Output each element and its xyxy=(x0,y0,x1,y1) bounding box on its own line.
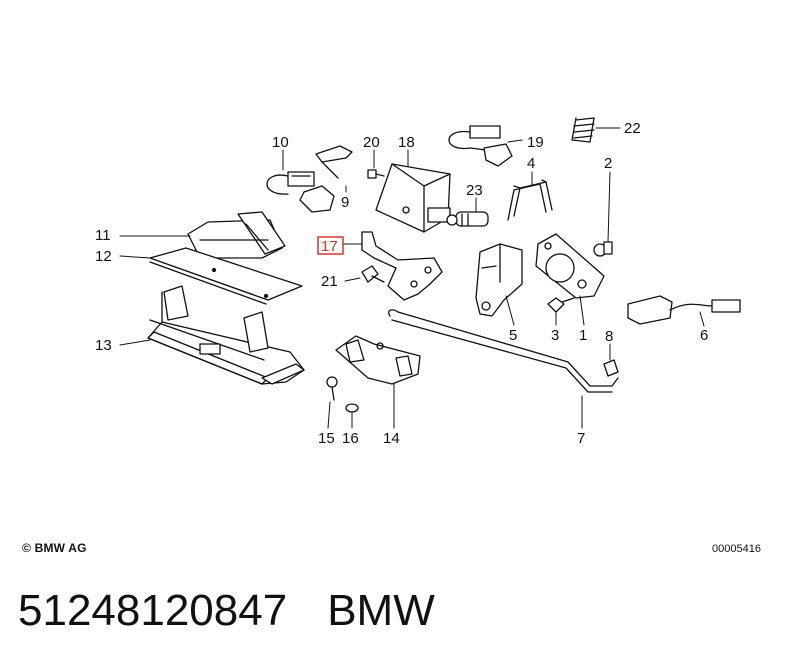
part-19-shape xyxy=(448,125,513,167)
part-9-shape xyxy=(299,145,353,213)
label-6: 6 xyxy=(700,327,708,344)
part-17-shape xyxy=(361,231,443,301)
label-9: 9 xyxy=(341,194,349,211)
part-1-shape xyxy=(535,233,605,299)
part-7-shape xyxy=(388,309,619,393)
label-14: 14 xyxy=(383,430,400,447)
label-2: 2 xyxy=(604,155,612,172)
part-14-shape xyxy=(335,335,421,385)
part-23-shape xyxy=(446,211,489,227)
label-22: 22 xyxy=(624,120,641,137)
part-12-shape xyxy=(149,247,303,305)
leader-lines xyxy=(119,127,705,429)
label-3: 3 xyxy=(551,327,559,344)
copyright-text: © BMW AG xyxy=(22,541,87,555)
part-number: 51248120847 xyxy=(18,586,288,635)
label-4: 4 xyxy=(527,155,535,172)
label-21: 21 xyxy=(321,273,338,290)
label-11: 11 xyxy=(95,227,111,244)
part-8-shape xyxy=(603,359,619,377)
part-16-shape xyxy=(345,403,359,413)
brand-name: BMW xyxy=(327,586,435,635)
label-16: 16 xyxy=(342,430,359,447)
callout-labels: 10 9 20 18 19 4 22 2 23 11 12 17 21 5 3 … xyxy=(95,120,708,447)
part-11-shape xyxy=(187,211,286,259)
label-7: 7 xyxy=(577,430,585,447)
label-19: 19 xyxy=(527,134,544,151)
part-13-shape xyxy=(147,285,305,385)
label-8: 8 xyxy=(605,328,613,345)
parts-diagram: 10 9 20 18 19 4 22 2 23 11 12 17 21 5 3 … xyxy=(95,117,741,447)
label-17: 17 xyxy=(321,238,338,255)
document-number: 00005416 xyxy=(712,543,761,555)
part-3-shape xyxy=(547,297,575,313)
part-21-shape xyxy=(361,265,385,283)
highlight-box-17 xyxy=(317,236,344,255)
label-1: 1 xyxy=(579,327,587,344)
label-18: 18 xyxy=(398,134,415,151)
label-15: 15 xyxy=(318,430,335,447)
part-20-shape xyxy=(367,169,385,179)
label-20: 20 xyxy=(363,134,380,151)
part-18-shape xyxy=(375,163,451,233)
part-2-shape xyxy=(593,241,613,257)
label-10: 10 xyxy=(272,134,289,151)
part-4-shape xyxy=(507,179,553,221)
label-12: 12 xyxy=(95,248,112,265)
part-number-line: 51248120847 BMW xyxy=(18,586,475,636)
part-10-shape xyxy=(266,171,315,195)
part-15-shape xyxy=(326,376,338,401)
label-13: 13 xyxy=(95,337,112,354)
part-22-shape xyxy=(571,117,595,143)
part-5-shape xyxy=(475,243,523,317)
part-6-shape xyxy=(627,295,741,325)
label-23: 23 xyxy=(466,182,483,199)
label-5: 5 xyxy=(509,327,517,344)
